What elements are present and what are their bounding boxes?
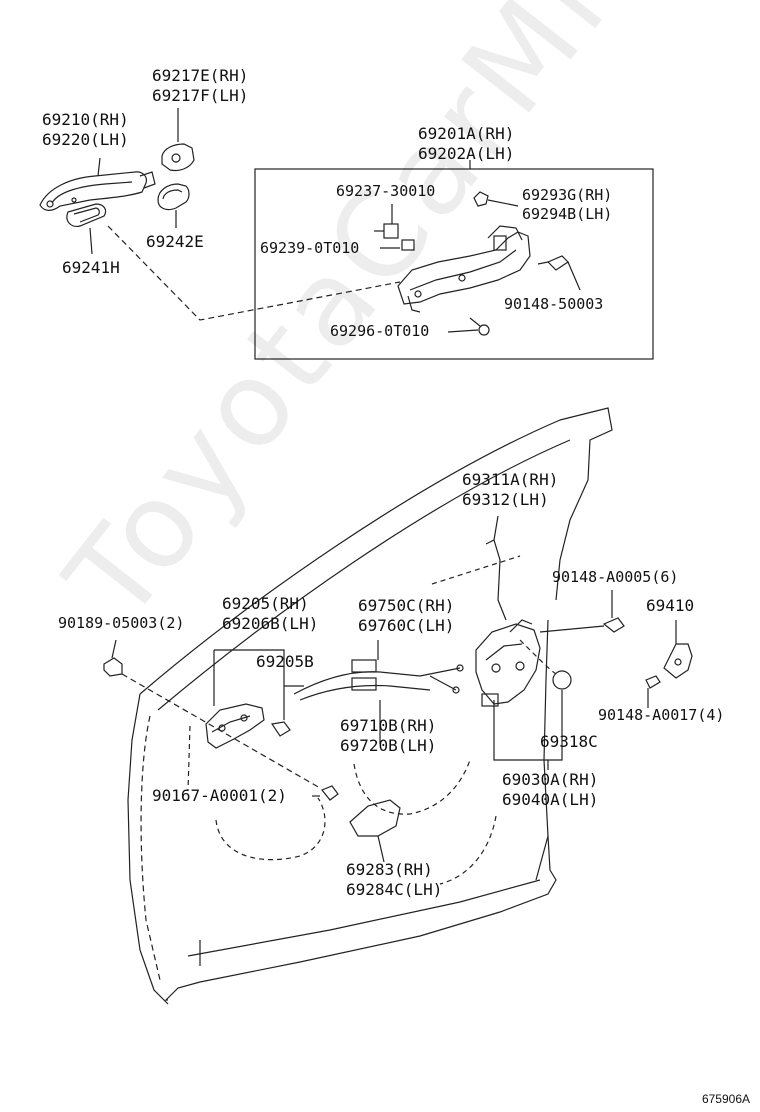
- diagram-code: 675906A: [701, 1092, 750, 1106]
- label-69293g: 69293G(RH): [522, 186, 613, 204]
- label-69312: 69312(LH): [462, 490, 549, 509]
- handle-cap: [161, 143, 195, 172]
- frame-pin: [473, 191, 489, 207]
- lock-cables: [293, 659, 464, 701]
- label-69220: 69220(LH): [42, 130, 129, 149]
- label-69239: 69239-0T010: [260, 239, 360, 257]
- label-69217f: 69217F(LH): [152, 86, 249, 105]
- label-90148-a0017: 90148-A0017(4): [598, 706, 725, 724]
- frame-clip: [374, 223, 399, 239]
- frame-screw: [537, 255, 569, 271]
- inside-handle: [205, 703, 265, 749]
- lock-rod: [485, 539, 507, 621]
- label-69318c: 69318C: [540, 732, 598, 751]
- label-69284c: 69284C(LH): [346, 880, 443, 899]
- lock-cover-seal: [552, 670, 572, 690]
- clip: [103, 657, 123, 677]
- label-90148-50003: 90148-50003: [504, 295, 604, 313]
- label-69205b: 69205B: [256, 652, 314, 671]
- striker-screw: [645, 675, 661, 689]
- label-90148-a0005: 90148-A0005(6): [552, 568, 679, 586]
- label-69410: 69410: [646, 596, 695, 615]
- door-outline: [127, 407, 613, 1005]
- handle-cover-gasket: [157, 183, 190, 211]
- lock-bolt: [602, 617, 625, 633]
- label-69710b: 69710B(RH): [340, 716, 437, 735]
- label-69242e: 69242E: [146, 232, 204, 251]
- label-69205: 69205(RH): [222, 594, 309, 613]
- outside-handle-pad: [66, 203, 107, 227]
- label-69030a: 69030A(RH): [502, 770, 599, 789]
- cable-cover: [349, 799, 401, 837]
- label-69237: 69237-30010: [336, 182, 436, 200]
- label-69040a: 69040A(LH): [502, 790, 599, 809]
- label-90167: 90167-A0001(2): [152, 786, 287, 805]
- outside-handle: [39, 171, 156, 211]
- label-69202a: 69202A(LH): [418, 144, 515, 163]
- label-69283: 69283(RH): [346, 860, 433, 879]
- label-69750c: 69750C(RH): [358, 596, 455, 615]
- label-69201a: 69201A(RH): [418, 124, 515, 143]
- handle-frame: [397, 225, 531, 313]
- frame-nut: [401, 239, 415, 251]
- inside-handle-bezel: [270, 721, 291, 737]
- frame-assembly-box: [254, 168, 654, 360]
- door-lock-assembly: [475, 619, 541, 707]
- label-69311a: 69311A(RH): [462, 470, 559, 489]
- label-69217e: 69217E(RH): [152, 66, 249, 85]
- label-90189: 90189-05003(2): [58, 614, 185, 632]
- label-69296: 69296-0T010: [330, 322, 430, 340]
- label-69720b: 69720B(LH): [340, 736, 437, 755]
- label-69760c: 69760C(LH): [358, 616, 455, 635]
- label-69241h: 69241H: [62, 258, 120, 277]
- label-69294b: 69294B(LH): [522, 205, 613, 223]
- screw-90167: [321, 785, 339, 801]
- striker: [663, 643, 693, 679]
- frame-bolt: [469, 317, 490, 336]
- label-69210: 69210(RH): [42, 110, 129, 129]
- label-69206b: 69206B(LH): [222, 614, 319, 633]
